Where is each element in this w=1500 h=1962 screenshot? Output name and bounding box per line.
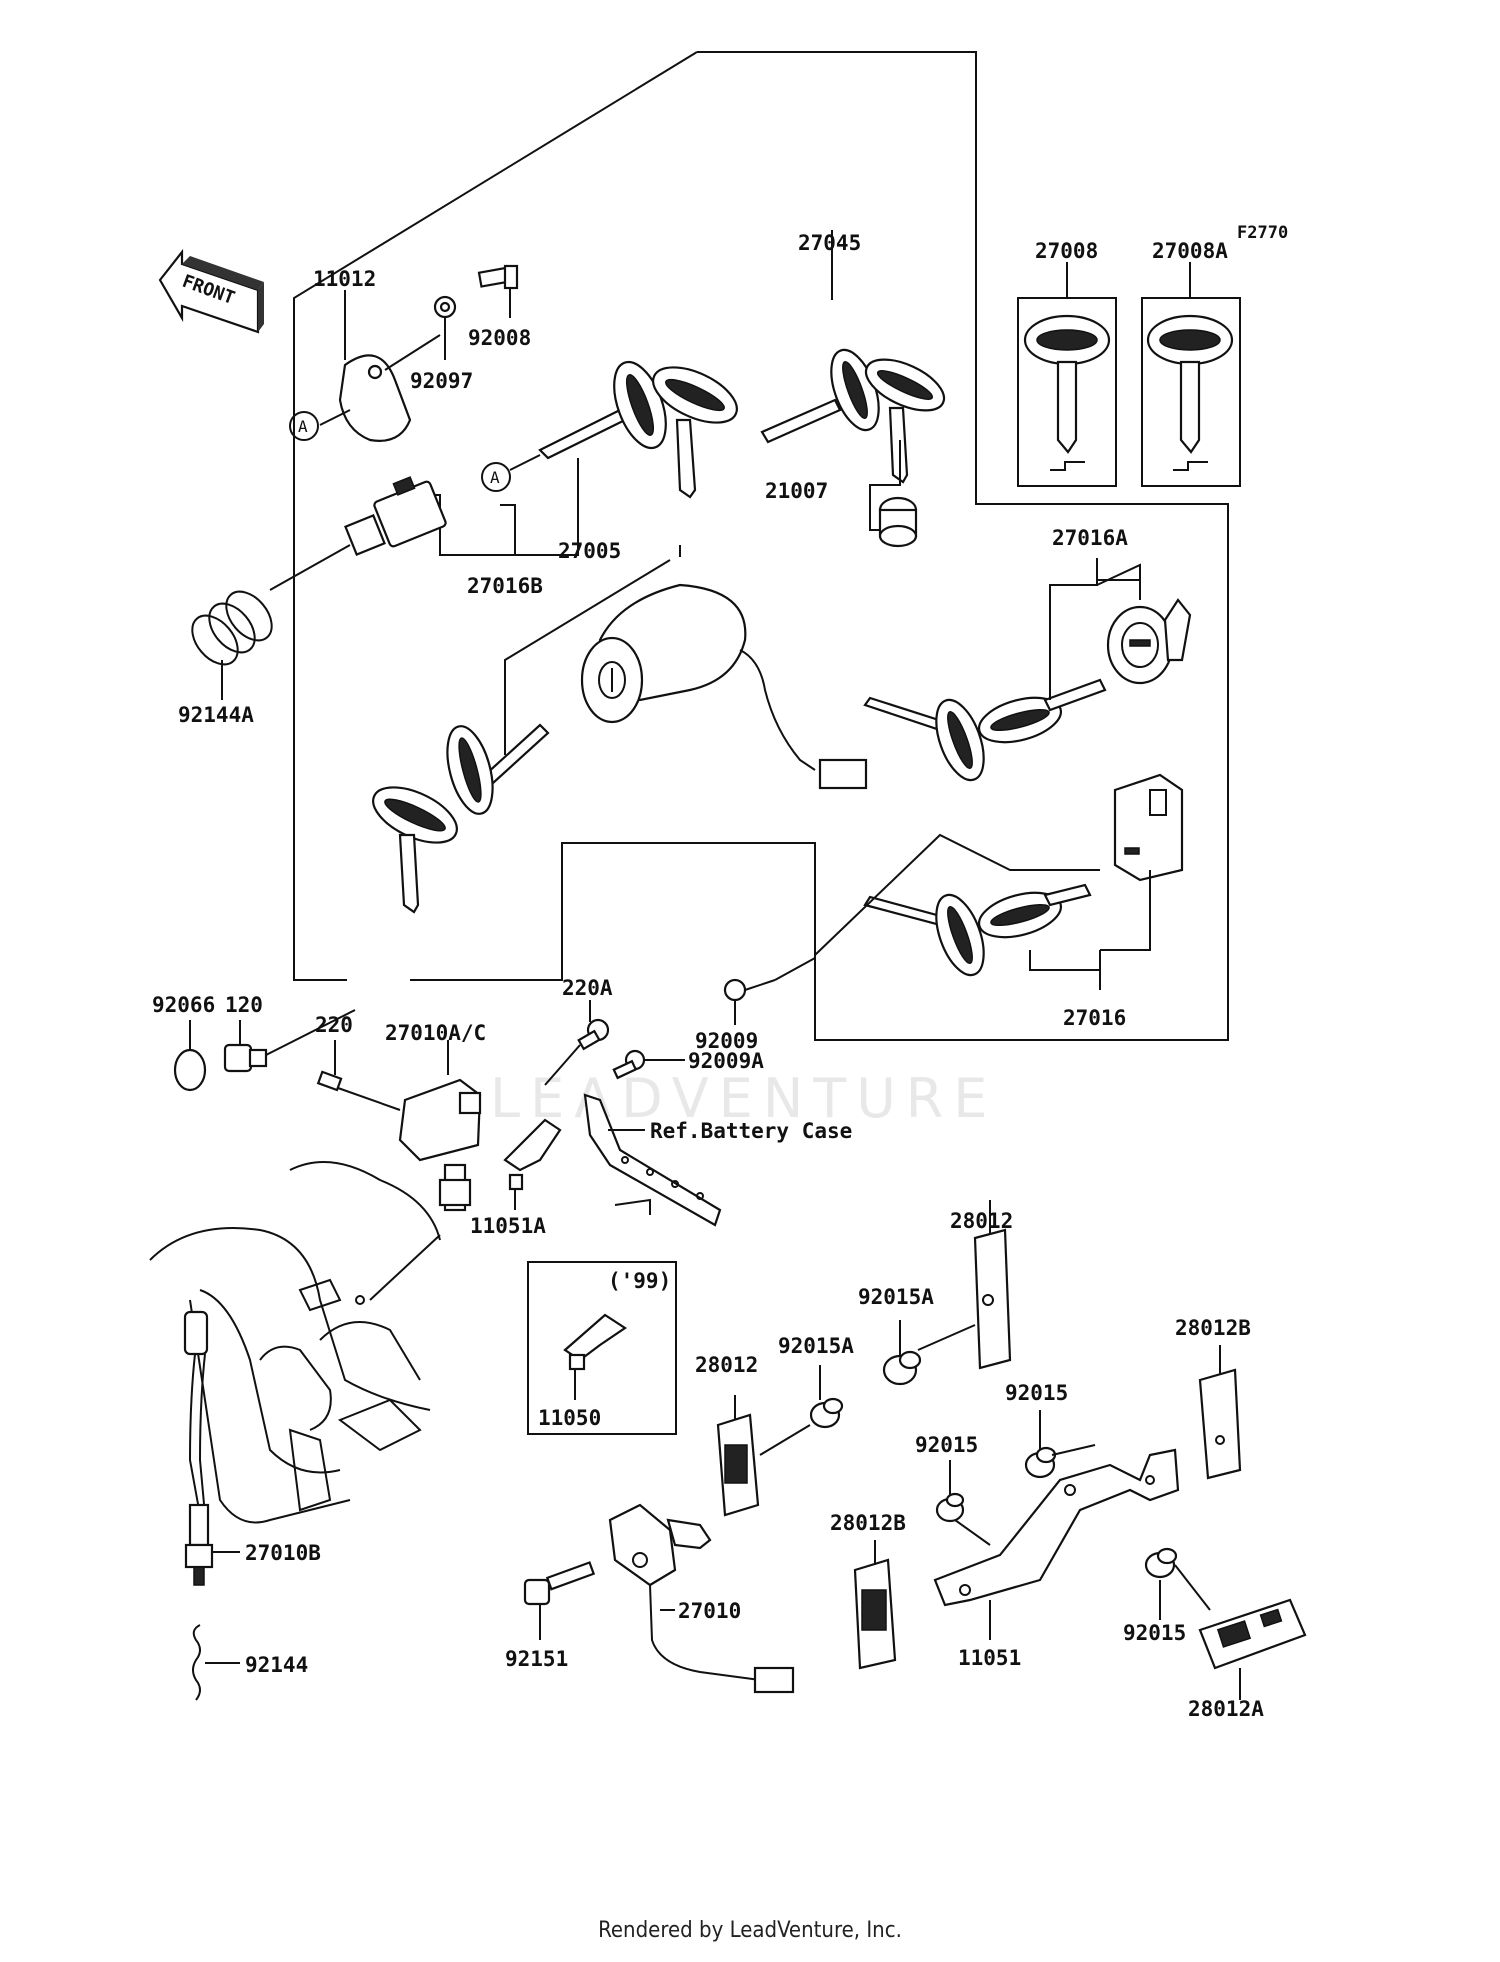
battery-case-ref — [583, 1093, 722, 1227]
callout-220: 220 — [315, 1013, 353, 1037]
callout-99: ('99) — [608, 1269, 671, 1293]
keys-27016B — [538, 360, 738, 499]
figure-code: F2770 — [1237, 223, 1288, 243]
key-27008A — [1146, 314, 1234, 471]
screw-92009 — [723, 957, 816, 1025]
callout-92144: 92144 — [245, 1653, 308, 1677]
callout-220A: 220A — [562, 976, 613, 1000]
bolt-92151 — [523, 1561, 596, 1640]
callout-92009: 92009 — [695, 1029, 758, 1053]
callout-27008A: 27008A — [1152, 239, 1228, 263]
callout-27016: 27016 — [1063, 1006, 1126, 1030]
cap-92066 — [173, 1020, 207, 1092]
callouts: 27045 27008 27008A 11012 92008 92097 210… — [152, 231, 1264, 1721]
svg-text:A: A — [298, 417, 308, 436]
front-arrow-icon: FRONT — [158, 248, 264, 334]
callout-92097: 92097 — [410, 369, 473, 393]
switch-27010AC — [398, 1040, 482, 1212]
keys-27005 — [372, 723, 550, 914]
nut-92015A-2 — [759, 1365, 844, 1456]
callout-92015-3: 92015 — [1123, 1621, 1186, 1645]
sensor-27010B — [183, 1310, 240, 1586]
keys-21007 — [760, 348, 946, 548]
bracket-11051 — [933, 1448, 1180, 1640]
callout-92066: 92066 — [152, 993, 215, 1017]
marker-a-1: A — [289, 411, 319, 441]
switch-27010 — [608, 1503, 795, 1694]
footer-credit: Rendered by LeadVenture, Inc. — [598, 1918, 902, 1943]
callout-28012A: 28012A — [1188, 1697, 1264, 1721]
spring-92144A — [191, 590, 273, 700]
callout-11050: 11050 — [538, 1406, 601, 1430]
reflector-28012B-2 — [853, 1540, 897, 1670]
spring-92144 — [192, 1624, 240, 1701]
nut-92015A-1 — [882, 1320, 976, 1386]
keys-27016A — [863, 678, 1107, 782]
vehicle-frame — [149, 1161, 441, 1524]
reflector-28012B-1 — [1198, 1345, 1242, 1480]
nut-92015-2 — [935, 1460, 991, 1546]
callout-21007: 21007 — [765, 479, 828, 503]
bolt-120 — [223, 1009, 356, 1073]
screw-220 — [316, 1040, 401, 1111]
lock-27016A — [1106, 598, 1192, 685]
inset-11050-box — [527, 1261, 677, 1435]
callout-28012-top: 28012 — [950, 1209, 1013, 1233]
bracket-11050 — [563, 1313, 627, 1400]
bracket-11051A — [503, 1118, 562, 1210]
screw-92009A — [612, 1049, 685, 1080]
callout-11051: 11051 — [958, 1646, 1021, 1670]
keys-27016 — [863, 883, 1092, 977]
screw-220A — [544, 1000, 610, 1086]
callout-92015-2: 92015 — [915, 1433, 978, 1457]
bolt-92008 — [477, 264, 519, 318]
lock-cylinder-27016B — [269, 476, 447, 591]
key-27008 — [1023, 314, 1111, 471]
ignition-switch-27005 — [580, 545, 868, 790]
nut-92015-1 — [1024, 1410, 1096, 1479]
callout-27010AC: 27010A/C — [385, 1021, 486, 1045]
callout-28012-left: 28012 — [695, 1353, 758, 1377]
callout-28012B-2: 28012B — [830, 1511, 906, 1535]
callout-92009A: 92009A — [688, 1049, 764, 1073]
washer-92097 — [433, 295, 457, 360]
reflector-28012A — [1198, 1598, 1307, 1700]
callout-28012B-1: 28012B — [1175, 1316, 1251, 1340]
callout-92151: 92151 — [505, 1647, 568, 1671]
callout-27008: 27008 — [1035, 239, 1098, 263]
marker-a-2: A — [481, 462, 511, 492]
lock-27016 — [1113, 773, 1184, 882]
reflector-28012-top — [973, 1200, 1012, 1370]
callout-11051A: 11051A — [470, 1214, 546, 1238]
callout-27010: 27010 — [678, 1599, 741, 1623]
callout-120: 120 — [225, 993, 263, 1017]
callout-92008: 92008 — [468, 326, 531, 350]
callout-11012: 11012 — [313, 267, 376, 291]
callout-27010B: 27010B — [245, 1541, 321, 1565]
callout-92144A: 92144A — [178, 703, 254, 727]
reflector-28012-left — [716, 1395, 760, 1517]
callout-27016A: 27016A — [1052, 526, 1128, 550]
callout-27045: 27045 — [798, 231, 861, 255]
watermark: LEADVENTURE — [490, 1067, 997, 1130]
callout-27016B: 27016B — [467, 574, 543, 598]
nut-92015-3 — [1144, 1547, 1211, 1620]
callout-ref-battery-case: Ref.Battery Case — [650, 1119, 852, 1143]
callout-92015A-2: 92015A — [778, 1334, 854, 1358]
callout-27005: 27005 — [558, 539, 621, 563]
callout-92015A-1: 92015A — [858, 1285, 934, 1309]
callout-92015-1: 92015 — [1005, 1381, 1068, 1405]
plate-11012 — [319, 290, 441, 442]
svg-text:A: A — [490, 468, 500, 487]
